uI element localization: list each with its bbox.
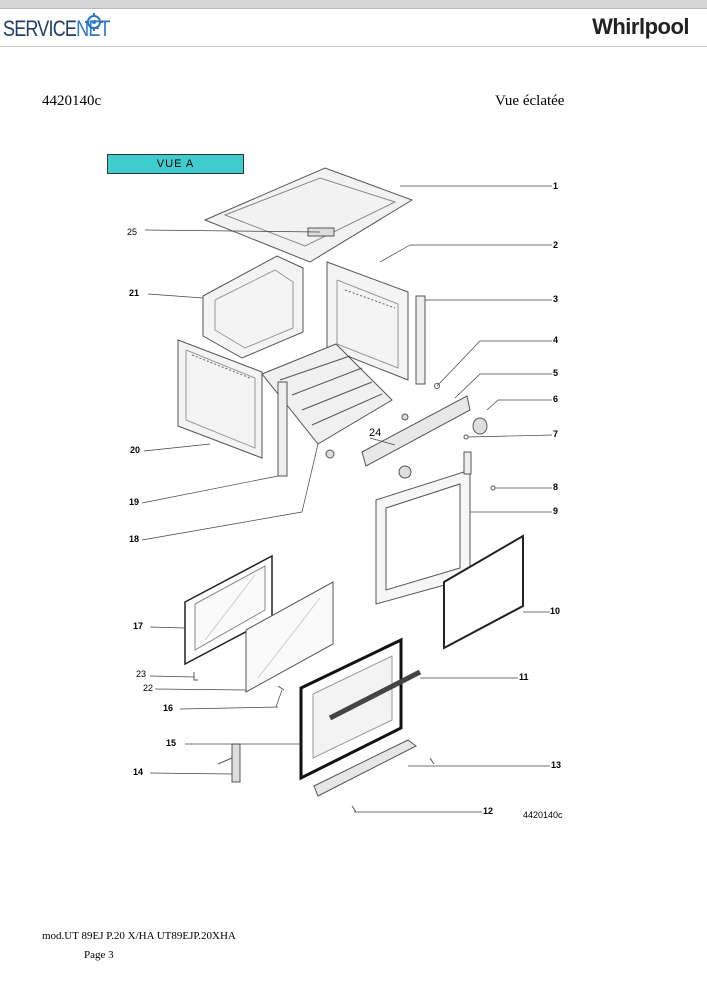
- callout-11: 11: [519, 672, 529, 682]
- callout-5: 5: [553, 368, 559, 378]
- bottom-profile: [313, 739, 417, 797]
- callout-22: 22: [143, 683, 154, 693]
- callout-18: 18: [129, 534, 140, 544]
- door-seal: [443, 534, 524, 650]
- header-divider: [0, 46, 707, 47]
- front-left-panel: [177, 339, 263, 459]
- whirlpool-logo: Whirlpool: [592, 14, 689, 39]
- callout-23: 23: [136, 669, 147, 679]
- callout-21: 21: [129, 288, 140, 298]
- top-panel: [203, 167, 414, 263]
- callout-16: 16: [163, 703, 174, 713]
- callout-8: 8: [553, 482, 559, 492]
- callout-13: 13: [551, 760, 562, 770]
- view-label: VUE A: [107, 154, 244, 174]
- servicenet-logo-part1: SERVICE: [3, 16, 77, 41]
- callout-2: 2: [553, 240, 559, 250]
- footer-model: mod.UT 89EJ P.20 X/HA UT89EJP.20XHA: [42, 930, 236, 942]
- top-bar: [0, 0, 707, 9]
- callout-17: 17: [133, 621, 144, 631]
- callout-20: 20: [130, 445, 141, 455]
- document-number: 4420140c: [42, 93, 102, 109]
- right-side-panel: [326, 261, 409, 381]
- callout-14: 14: [133, 767, 144, 777]
- callout-19: 19: [129, 497, 140, 507]
- gear-icon: [85, 13, 103, 31]
- callout-4: 4: [553, 335, 559, 345]
- callout-7: 7: [553, 429, 559, 439]
- diagram-ref-code: 4420140c: [523, 810, 563, 820]
- callout-1: 1: [553, 181, 559, 191]
- callout-24: 24: [369, 427, 382, 439]
- callout-9: 9: [553, 506, 559, 516]
- callout-25: 25: [127, 227, 138, 237]
- footer-page-number: Page 3: [84, 949, 114, 961]
- callout-10: 10: [550, 606, 561, 616]
- callout-6: 6: [553, 394, 559, 404]
- control-panel: [361, 395, 471, 467]
- left-side-panel: [202, 255, 304, 359]
- document-title: Vue éclatée: [495, 93, 565, 109]
- callout-15: 15: [166, 738, 177, 748]
- callout-3: 3: [553, 294, 559, 304]
- callout-12: 12: [483, 806, 494, 816]
